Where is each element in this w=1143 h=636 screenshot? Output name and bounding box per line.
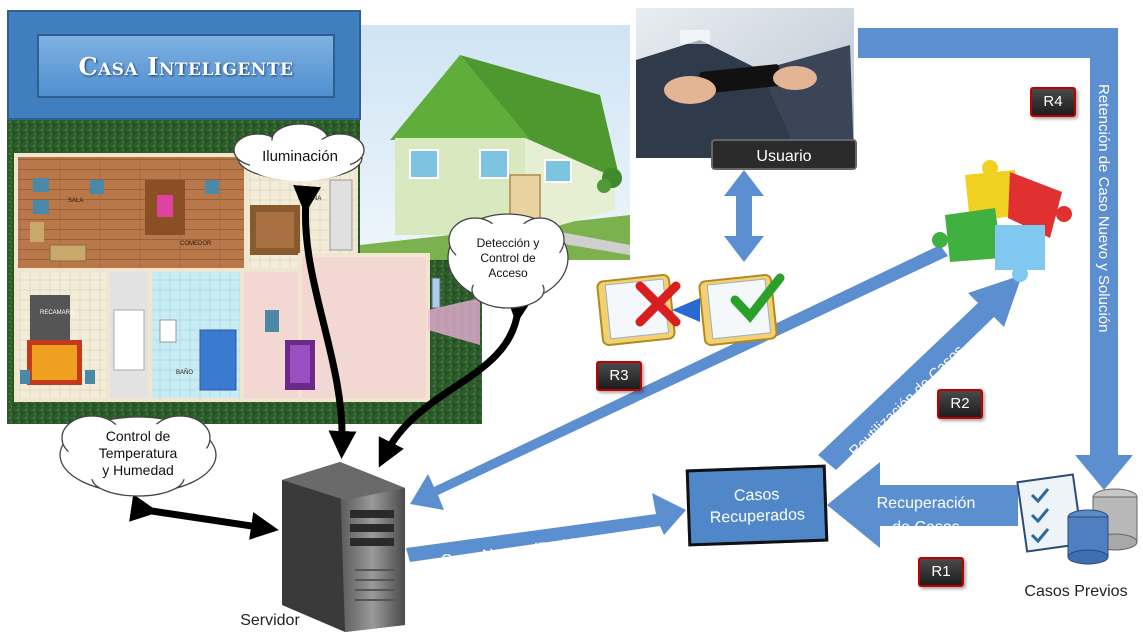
step-badge-r1: R1 [918, 557, 964, 587]
previous-cases-label: Casos Previos [1024, 583, 1128, 600]
label-bano: BAÑO [176, 369, 193, 376]
retention-arrow-label: Retención de Caso Nuevo y Solución [1095, 84, 1112, 333]
cloud-access-line-1: Detección y [476, 236, 540, 250]
server-links [129, 185, 534, 540]
retrieval-arrow [827, 462, 1018, 548]
revision-checklists-icon [596, 273, 785, 346]
label-sala: SALA [68, 198, 83, 204]
cloud-access-line-3: Acceso [488, 266, 528, 280]
label-comedor: COMEDOR [180, 241, 212, 247]
label-cocina: COCINA [298, 196, 321, 202]
user-revision-link-arrow [724, 170, 764, 262]
cloud-access-label: Detección y Control de Acceso [460, 236, 556, 281]
cloud-access-line-2: Control de [480, 251, 536, 265]
server-label: Servidor [240, 612, 300, 629]
cloud-climate-label: Control de Temperatura y Humedad [78, 428, 198, 479]
puzzle-pieces-icon [932, 160, 1072, 282]
reuse-arrow [818, 275, 1022, 470]
climate-link-arrow [129, 494, 279, 540]
step-badge-r3: R3 [596, 361, 642, 391]
retrieval-line-1: Recuperación [876, 495, 976, 512]
cloud-lighting [233, 123, 365, 181]
cloud-climate [59, 415, 217, 497]
retrieval-arrow-label: Recuperación de Casos [866, 492, 986, 540]
new-case-arrow [406, 493, 686, 562]
cloud-lighting-label: Iluminación [262, 148, 338, 165]
cloud-climate-line-2: Temperatura [98, 445, 178, 461]
step-badge-r2: R2 [937, 389, 983, 419]
access-link-arrow [378, 294, 534, 468]
cloud-climate-line-1: Control de [105, 428, 171, 444]
step-badge-r4: R4 [1030, 87, 1076, 117]
database-icon [1016, 473, 1138, 565]
label-recamara: RECAMARA [40, 310, 74, 316]
lighting-link-arrow [293, 185, 357, 459]
page-title: Casa Inteligente [78, 51, 294, 81]
recovered-cases-box: Casos Recuperados [685, 464, 829, 547]
recovered-cases-label: Casos Recuperados [709, 485, 806, 527]
server-icon [282, 462, 405, 632]
user-photo [636, 8, 854, 158]
user-label: Usuario [711, 139, 857, 170]
title-banner: Casa Inteligente [7, 10, 361, 120]
cloud-access [447, 213, 569, 309]
cbr-cycle-arrows [406, 28, 1133, 562]
cloud-climate-line-3: y Humedad [102, 462, 174, 478]
revision-arrow [410, 245, 948, 510]
title-plate: Casa Inteligente [37, 34, 335, 98]
retrieval-line-2: de Casos [892, 519, 960, 536]
retention-arrow [858, 28, 1133, 490]
